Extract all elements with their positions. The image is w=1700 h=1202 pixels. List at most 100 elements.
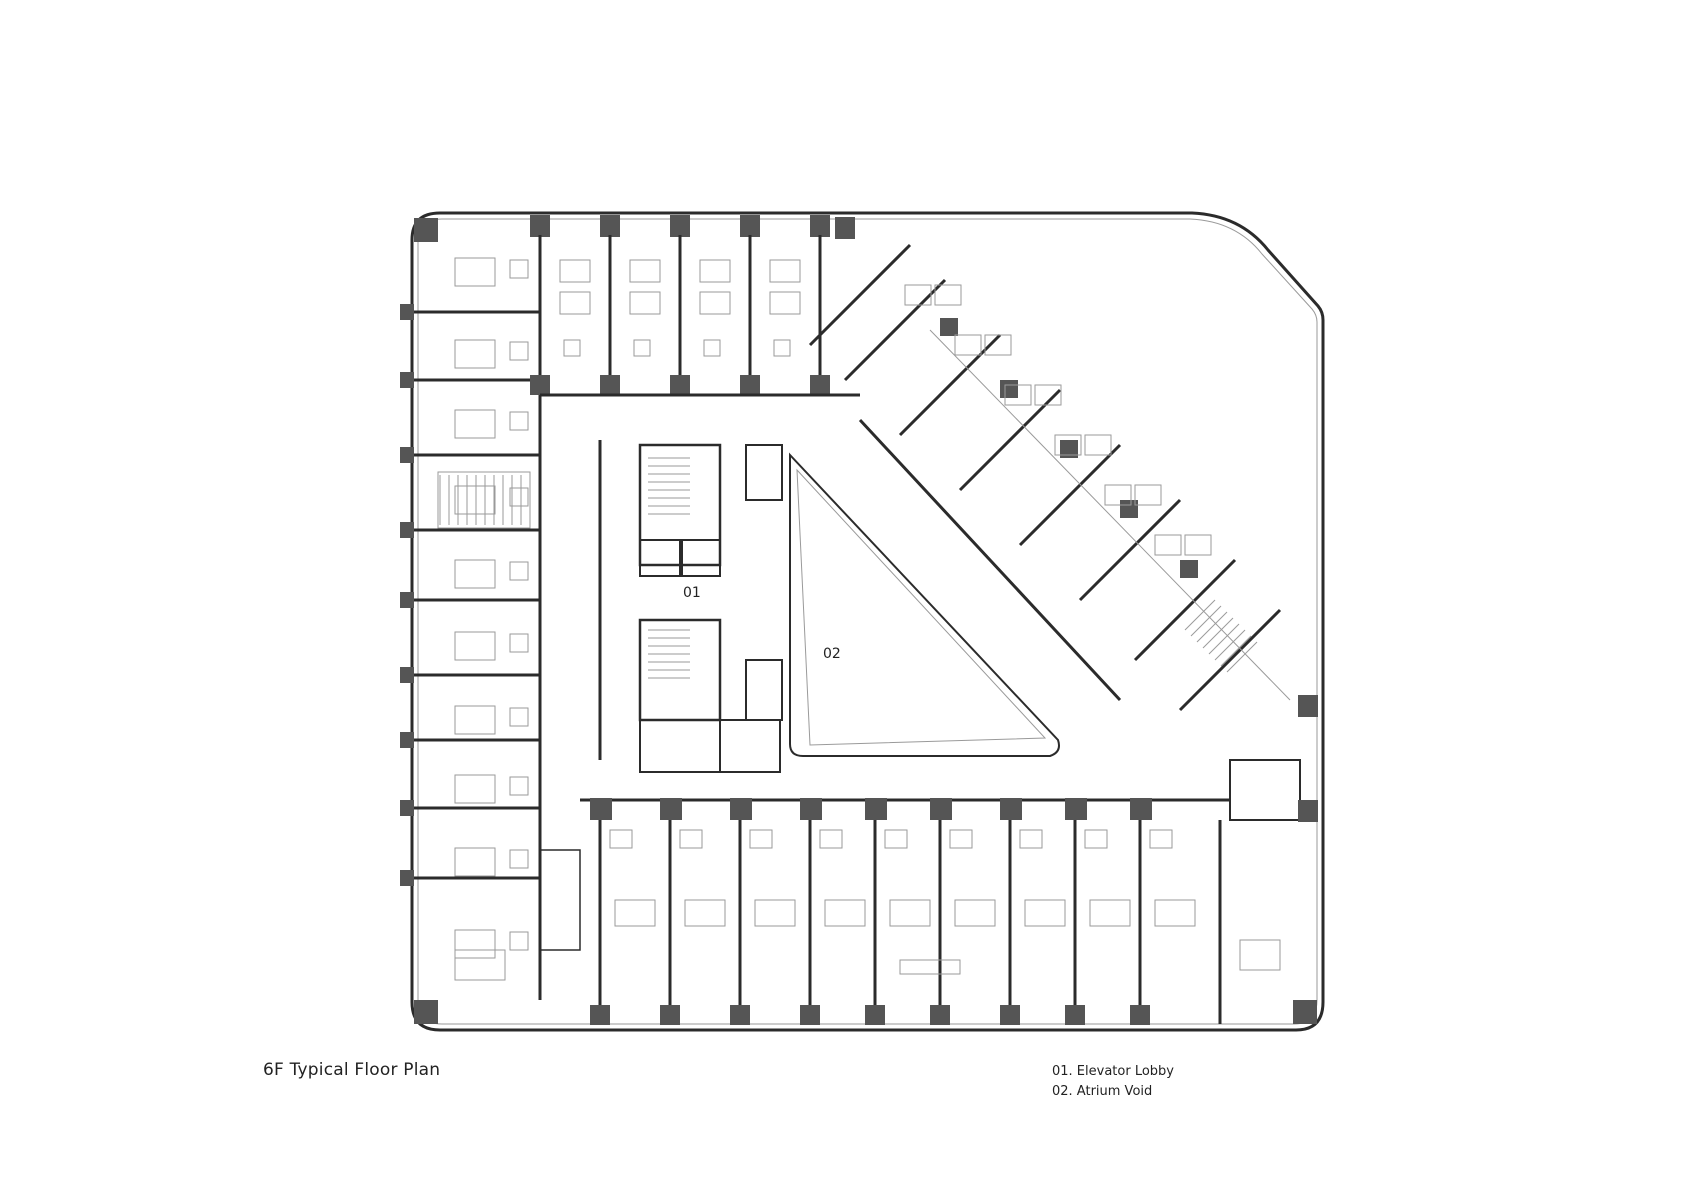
bed-symbol	[699, 291, 731, 315]
building-envelope	[410, 211, 1325, 1032]
service-room	[745, 659, 783, 721]
facade-column	[400, 800, 414, 816]
interior-column	[660, 798, 682, 820]
interior-column	[740, 375, 760, 395]
bed-symbol	[454, 559, 496, 589]
envelope-guide-12	[436, 209, 1304, 286]
bed-symbol	[1184, 534, 1212, 556]
interior-column	[530, 375, 550, 395]
diagonal-partition-wall	[1178, 608, 1282, 712]
diagonal-corridor-wall	[858, 418, 1122, 702]
stair-tread	[1202, 617, 1234, 649]
bed-symbol	[1134, 484, 1162, 506]
facade-column	[660, 1005, 680, 1025]
stairwell	[437, 471, 531, 529]
legend: 01. Elevator Lobby 02. Atrium Void	[1052, 1062, 1174, 1102]
bathroom-fixture	[679, 829, 703, 849]
interior-column	[865, 798, 887, 820]
interior-column	[810, 375, 830, 395]
bed-symbol	[454, 631, 496, 661]
facade-column	[930, 1005, 950, 1025]
bed-symbol	[454, 705, 496, 735]
bathroom-fixture	[703, 339, 721, 357]
legend-item-elevator-lobby: 01. Elevator Lobby	[1052, 1064, 1174, 1079]
service-room	[745, 444, 783, 501]
bed-symbol	[954, 334, 982, 356]
corner-column	[414, 218, 438, 242]
stair-tread	[1184, 599, 1216, 631]
facade-column	[1000, 380, 1018, 398]
bathroom-fixture	[633, 339, 651, 357]
desk-symbol	[899, 959, 961, 975]
bed-symbol	[684, 899, 726, 927]
corner-column	[835, 217, 855, 239]
bed-symbol	[754, 899, 796, 927]
stair-tread	[1208, 623, 1240, 655]
facade-column	[740, 215, 760, 237]
bed-symbol	[614, 899, 656, 927]
bathroom-fixture	[509, 487, 529, 507]
room-tag-atrium-void: 02	[823, 646, 841, 662]
interior-column	[1130, 798, 1152, 820]
bed-symbol	[454, 257, 496, 287]
facade-column	[1180, 560, 1198, 578]
legend-item-atrium-void: 02. Atrium Void	[1052, 1084, 1153, 1099]
facade-column	[530, 215, 550, 237]
bed-symbol	[1034, 384, 1062, 406]
bed-symbol	[454, 774, 496, 804]
bed-symbol	[454, 847, 496, 877]
interior-column	[1065, 798, 1087, 820]
facade-column	[800, 1005, 820, 1025]
envelope-guide-3	[420, 206, 1305, 282]
bathroom-fixture	[949, 829, 973, 849]
bed-symbol	[454, 485, 496, 515]
stair-tread	[1214, 629, 1246, 661]
bathroom-fixture	[1084, 829, 1108, 849]
envelope-guide-11	[438, 208, 1304, 287]
bathroom-fixture	[1019, 829, 1043, 849]
facade-column	[1060, 440, 1078, 458]
interior-column	[670, 375, 690, 395]
corner-column	[1293, 1000, 1317, 1024]
bed-symbol	[769, 291, 801, 315]
bed-symbol	[934, 284, 962, 306]
facade-column	[590, 1005, 610, 1025]
envelope-guide-2	[418, 205, 1308, 284]
bed-symbol	[454, 409, 496, 439]
diagonal-partition-wall	[1133, 558, 1237, 662]
bathroom-fixture	[563, 339, 581, 357]
facade-column	[1000, 1005, 1020, 1025]
guest-room	[1229, 759, 1301, 821]
facade-column	[400, 372, 414, 388]
bathroom-fixture	[509, 411, 529, 431]
facade-column	[670, 215, 690, 237]
bathroom-fixture	[509, 849, 529, 869]
interior-column	[600, 375, 620, 395]
interior-column	[1000, 798, 1022, 820]
diagonal-partition-wall	[958, 388, 1062, 492]
bed-symbol	[889, 899, 931, 927]
bathroom-fixture	[509, 259, 529, 279]
atrium-void-outline	[789, 452, 1060, 757]
bed-symbol	[1239, 939, 1281, 971]
facade-column	[400, 667, 414, 683]
service-room	[539, 849, 581, 951]
bed-symbol	[1084, 434, 1112, 456]
envelope-guide-13	[436, 209, 1298, 280]
bed-symbol	[904, 284, 932, 306]
interior-column	[590, 798, 612, 820]
facade-column	[940, 318, 958, 336]
bed-symbol	[454, 339, 496, 369]
envelope-guide	[420, 204, 1300, 275]
facade-column	[810, 215, 830, 237]
bathroom-fixture	[609, 829, 633, 849]
bed-symbol	[1054, 434, 1082, 456]
bed-symbol	[454, 949, 506, 981]
bathroom-fixture	[773, 339, 791, 357]
facade-column	[400, 447, 414, 463]
bed-symbol	[559, 259, 591, 283]
facade-column	[1298, 800, 1318, 822]
bathroom-fixture	[509, 341, 529, 361]
diagonal-partition-wall	[808, 243, 912, 347]
